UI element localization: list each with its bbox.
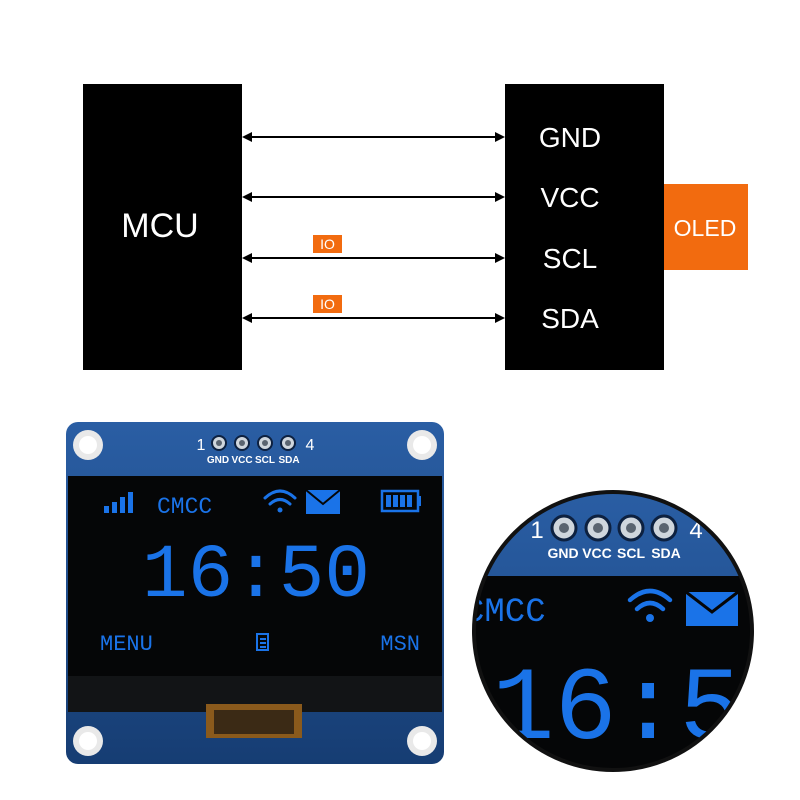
zoom-wifi-icon — [627, 588, 673, 622]
signal-bars-icon — [104, 492, 133, 513]
io-label-sda: IO — [320, 296, 335, 312]
silk-scl: SCL — [255, 455, 275, 466]
zoom-detail: 1 4 GND VCC SCL SDA CMCC 16:50 — [470, 490, 756, 772]
oled-module: 1 4 GND VCC SCL SDA CMCC 16:50 MENU — [66, 422, 444, 764]
silk-sda: SDA — [278, 455, 299, 466]
wifi-icon — [263, 489, 297, 513]
pin-label-sda: SDA — [541, 303, 599, 334]
io-label-scl: IO — [320, 236, 335, 252]
zoom-ring — [472, 490, 754, 772]
header-pins — [211, 435, 296, 451]
zoom-silk-vcc: VCC — [582, 545, 612, 561]
screen-carrier: CMCC — [157, 494, 212, 520]
screen-menu-softkey: MENU — [100, 632, 153, 657]
zoom-silk-scl: SCL — [617, 545, 645, 561]
zoom-mail-icon — [685, 590, 739, 626]
battery-icon — [380, 489, 421, 513]
screen-msn-softkey: MSN — [380, 632, 420, 657]
zoom-time: 16:50 — [492, 652, 756, 770]
io-tag-scl — [313, 235, 342, 253]
oled-connector-block — [505, 84, 664, 370]
zoom-header-pins — [550, 514, 678, 542]
silk-vcc: VCC — [231, 455, 252, 466]
flex-ribbon-inner — [214, 710, 294, 734]
io-tag-sda — [313, 295, 342, 313]
mcu-block — [83, 84, 242, 370]
pin-number-start: 1 — [197, 437, 206, 454]
mcu-label: MCU — [121, 207, 198, 245]
mounting-holes — [73, 430, 437, 756]
mail-icon — [305, 489, 341, 514]
silk-gnd: GND — [207, 455, 229, 466]
zoom-silk-sda: SDA — [651, 545, 681, 561]
wiring-diagram: MCU GND VCC SCL SDA IO IO OLED — [83, 84, 748, 370]
screen-time: 16:50 — [142, 533, 370, 619]
oled-label: OLED — [674, 215, 737, 241]
pin-number-end: 4 — [306, 437, 315, 454]
zoom-pin-number-start: 1 — [530, 517, 543, 544]
zoom-carrier: CMCC — [470, 594, 546, 632]
pin-label-scl: SCL — [543, 243, 597, 274]
pin-label-vcc: VCC — [540, 182, 599, 213]
menu-list-icon — [256, 633, 269, 651]
zoom-silk-gnd: GND — [547, 545, 578, 561]
display-glass — [68, 476, 442, 704]
pin-label-gnd: GND — [539, 122, 601, 153]
oled-tag — [664, 184, 748, 270]
